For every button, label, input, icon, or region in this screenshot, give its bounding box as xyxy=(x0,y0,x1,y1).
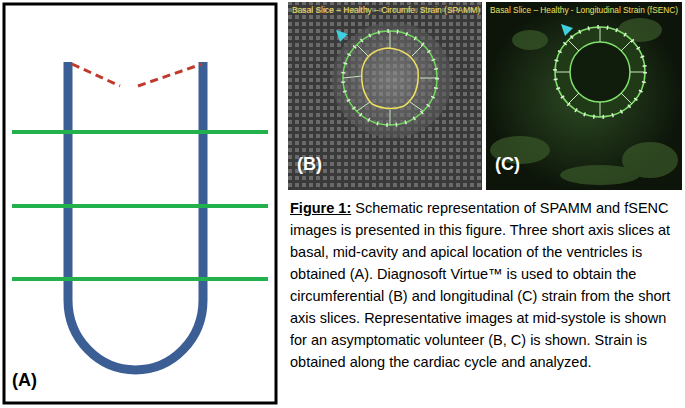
figure-caption: Figure 1: Schematic representation of SP… xyxy=(290,197,683,373)
tissue-patches xyxy=(490,18,678,185)
endocardial-contour xyxy=(362,48,419,109)
panel-frame xyxy=(4,4,276,403)
contour-points xyxy=(343,31,437,125)
contour-points xyxy=(555,27,645,117)
panel-label: (B) xyxy=(297,154,322,175)
panel-label: (A) xyxy=(12,370,37,391)
strain-ticks xyxy=(343,31,437,125)
heart-region xyxy=(332,22,452,138)
arrowhead-marker xyxy=(561,24,573,36)
fsenc-image xyxy=(486,2,682,190)
valve-line xyxy=(72,64,120,86)
spamm-image xyxy=(288,2,482,190)
ventricle-outline xyxy=(68,62,203,370)
image-title: Basal Slice – Healthy - Longitudinal Str… xyxy=(490,4,678,15)
strain-ticks xyxy=(555,27,645,117)
panel-label: (C) xyxy=(495,154,520,175)
epicardial-contour xyxy=(555,27,645,117)
epicardial-contour xyxy=(343,31,437,125)
arrowhead-marker xyxy=(336,30,348,42)
mid-slice-line xyxy=(12,204,268,208)
basal-slice-line xyxy=(12,130,268,134)
valve-line xyxy=(138,64,202,86)
apical-slice-line xyxy=(12,277,268,281)
image-title: Basal Slice – Healthy – Circumfe. Strain… xyxy=(292,4,480,15)
